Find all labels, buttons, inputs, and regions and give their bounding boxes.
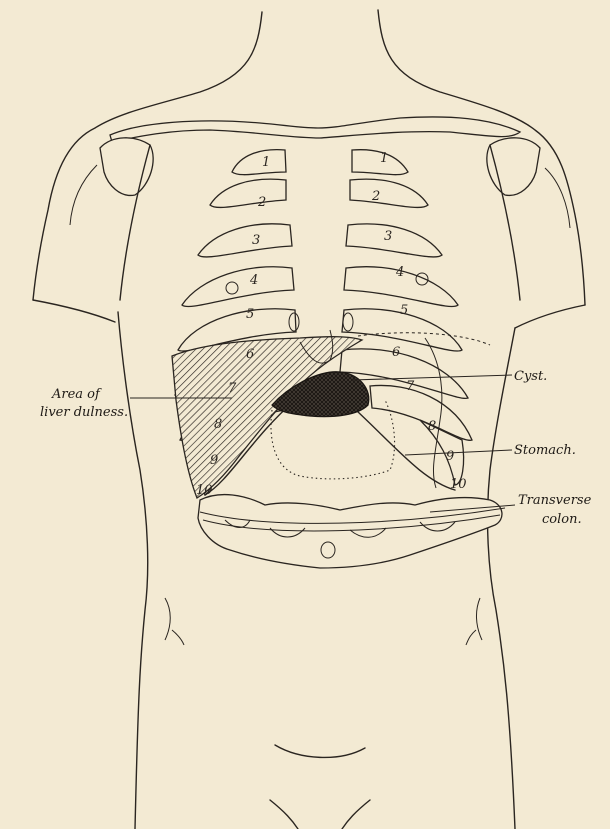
- rib-number-left-7: 7: [406, 379, 415, 394]
- rib-number-right-6: 6: [246, 347, 254, 362]
- rib-number-right-1: 1: [262, 155, 270, 170]
- rib-number-left-9: 9: [446, 449, 454, 464]
- label-colon-line2: colon.: [542, 512, 582, 527]
- rib-number-right-4: 4: [249, 273, 258, 288]
- rib-number-right-3: 3: [252, 233, 260, 248]
- rib-number-left-3: 3: [384, 229, 392, 244]
- label-liver-line2: liver dulness.: [40, 405, 128, 420]
- label-cyst: Cyst.: [514, 369, 547, 384]
- rib-number-right-7: 7: [228, 381, 237, 396]
- rib-number-left-8: 8: [428, 419, 436, 434]
- rib-number-left-4: 4: [395, 265, 404, 280]
- rib-number-right-5: 5: [246, 307, 254, 322]
- rib-number-right-10: 10: [196, 483, 213, 498]
- rib-number-left-2: 2: [371, 189, 380, 204]
- rib-number-right-2: 2: [257, 195, 266, 210]
- rib-number-left-10: 10: [450, 477, 467, 492]
- label-liver-line1: Area of: [51, 387, 102, 402]
- rib-number-left-5: 5: [400, 303, 408, 318]
- rib-number-right-9: 9: [210, 453, 218, 468]
- thoracic-cage: [120, 145, 520, 300]
- rib-number-left-1: 1: [380, 151, 388, 166]
- rib-number-right-8: 8: [214, 417, 222, 432]
- rib-number-left-6: 6: [392, 345, 400, 360]
- transverse-colon: [198, 495, 505, 568]
- clavicles: [70, 117, 570, 228]
- liver-dulness-area: [172, 337, 362, 498]
- label-colon-line1: Transverse: [518, 493, 592, 508]
- label-stomach: Stomach.: [514, 443, 576, 458]
